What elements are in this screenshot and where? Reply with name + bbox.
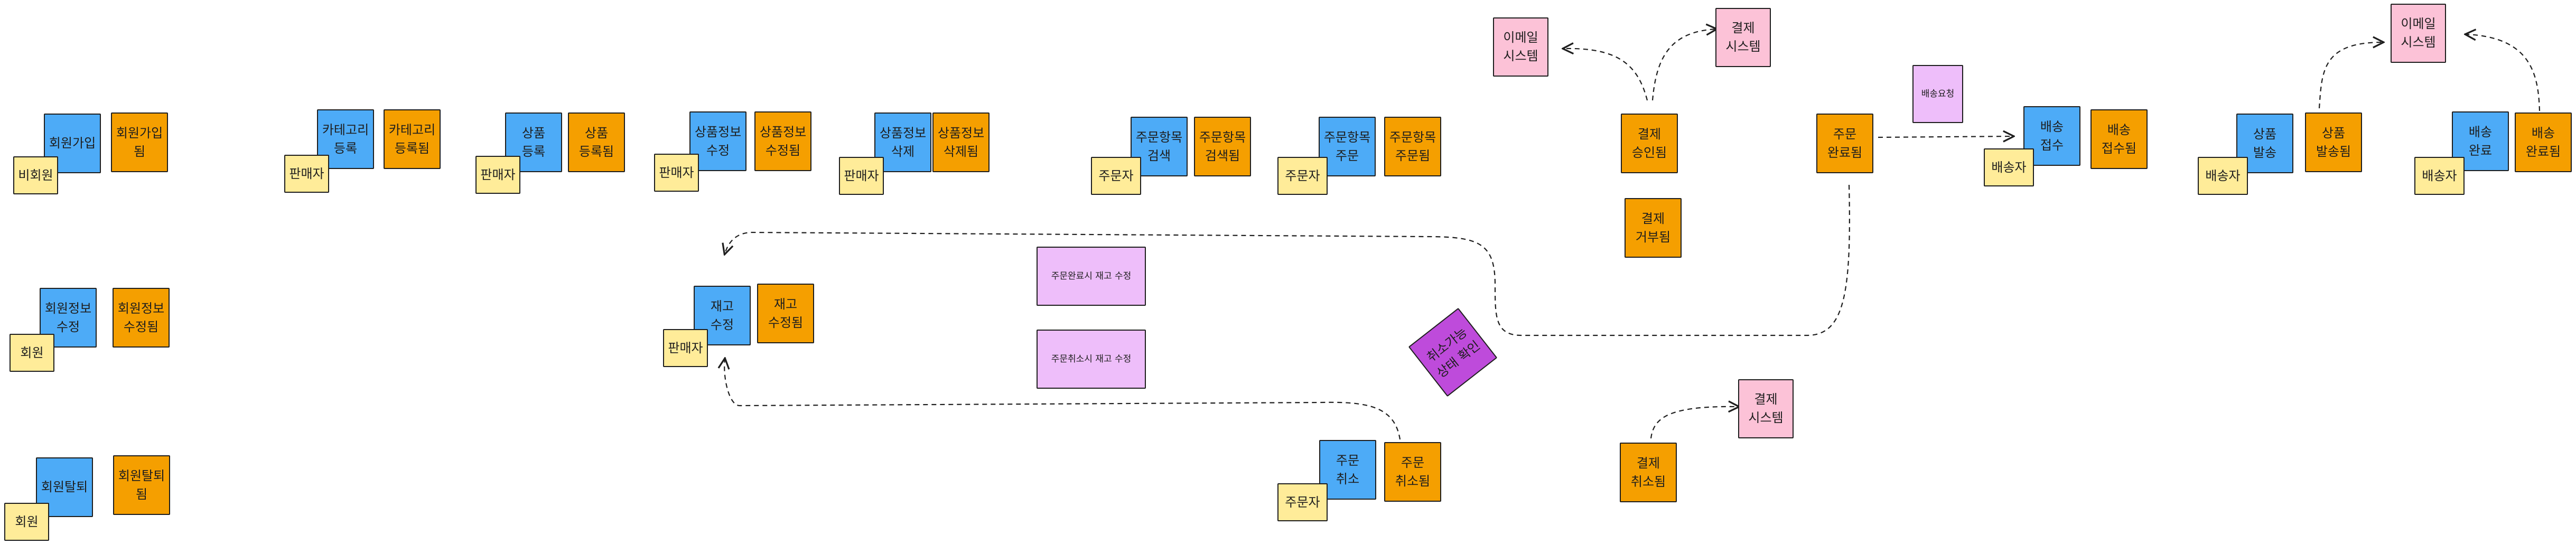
order-placed-event: 주문항목 주문됨	[1384, 117, 1441, 176]
arrow-payment-to-email	[1564, 49, 1648, 101]
payment-cancelled-event: 결제 취소됨	[1620, 443, 1677, 502]
delivery-receive-actor: 배송자	[1984, 148, 2034, 186]
product-registered-event: 상품 등록됨	[568, 112, 625, 172]
delivery-completed-event: 배송 완료됨	[2515, 112, 2572, 172]
product-shipped-event: 상품 발송됨	[2305, 112, 2362, 172]
email-system-2: 이메일 시스템	[2391, 4, 2446, 63]
order-completed-event: 주문 완료됨	[1816, 114, 1873, 173]
policy-stock-on-cancel: 주문취소시 재고 수정	[1037, 330, 1146, 389]
stock-edited-event: 재고 수정됨	[757, 284, 814, 343]
delivery-received-event: 배송 접수됨	[2090, 109, 2148, 169]
category-registered-event: 카테고리 등록됨	[384, 109, 441, 169]
payment-rejected-event: 결제 거부됨	[1625, 198, 1682, 258]
arrow-payment-to-payment-system	[1651, 29, 1716, 101]
payment-system-2: 결제 시스템	[1738, 379, 1794, 438]
product-delete-actor: 판매자	[839, 157, 884, 195]
product-edit-command: 상품정보 수정	[689, 111, 746, 171]
signup-actor: 비회원	[13, 156, 58, 194]
order-place-actor: 주문자	[1277, 157, 1328, 195]
email-system-1: 이메일 시스템	[1493, 17, 1548, 77]
arrow-delivery-done-to-email	[2466, 34, 2541, 111]
product-actor: 판매자	[475, 156, 520, 194]
arrow-order-complete-to-delivery	[1878, 136, 2013, 137]
arrow-ship-to-email	[2318, 42, 2383, 109]
category-actor: 판매자	[284, 155, 329, 193]
product-edit-actor: 판매자	[654, 154, 699, 192]
signup-event: 회원가입 됨	[111, 112, 168, 172]
product-ship-actor: 배송자	[2198, 157, 2248, 195]
order-place-command: 주문항목 주문	[1319, 117, 1376, 176]
payment-approved-event: 결제 승인됨	[1621, 114, 1678, 173]
order-cancel-actor: 주문자	[1277, 483, 1328, 521]
product-deleted-event: 상품정보 삭제됨	[932, 112, 990, 172]
stock-actor: 판매자	[663, 329, 708, 367]
delivery-complete-actor: 배송자	[2414, 157, 2465, 195]
withdraw-event: 회원탈퇴 됨	[113, 455, 170, 515]
withdraw-command: 회원탈퇴	[36, 457, 93, 517]
policy-cancel-check: 취소가능 상태 확인	[1408, 307, 1498, 397]
arrow-payment-cancel-to-system	[1650, 407, 1738, 439]
signup-command: 회원가입	[44, 114, 101, 173]
order-cancelled-event: 주문 취소됨	[1384, 442, 1441, 502]
policy-stock-on-complete: 주문완료시 재고 수정	[1037, 247, 1146, 306]
stock-edit-command: 재고 수정	[694, 286, 751, 345]
order-search-actor: 주문자	[1091, 157, 1141, 195]
product-delete-command: 상품정보 삭제	[874, 112, 931, 172]
payment-system-1: 결제 시스템	[1715, 8, 1771, 67]
order-cancel-command: 주문 취소	[1319, 440, 1376, 500]
profile-edit-event: 회원정보 수정됨	[113, 288, 170, 348]
profile-edit-actor: 회원	[10, 334, 54, 372]
product-edited-event: 상품정보 수정됨	[754, 111, 811, 171]
policy-delivery-request: 배송요청	[1912, 65, 1963, 123]
order-searched-event: 주문항목 검색됨	[1194, 117, 1251, 176]
withdraw-actor: 회원	[4, 503, 49, 541]
